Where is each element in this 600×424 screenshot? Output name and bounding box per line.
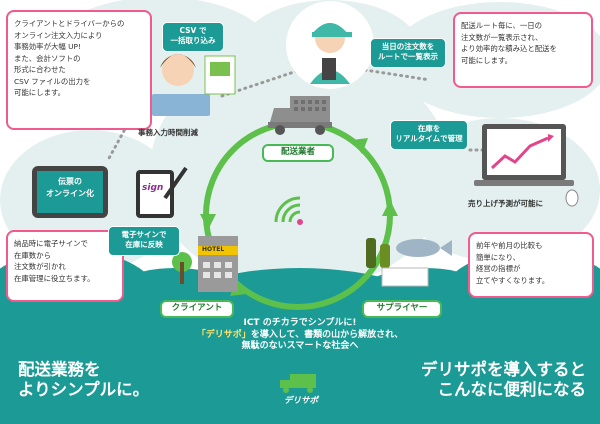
laptop-illustration xyxy=(474,124,579,207)
sales-forecast-label: 売り上げ予測が可能に xyxy=(468,199,543,208)
online-slip-text: 伝票の オンライン化 xyxy=(46,177,94,198)
tag-csv-import: CSV で 一括取り込み xyxy=(162,22,224,52)
center-message: ICT のチカラでシンプルに! 「デリサポ」を導入して、書類の山から解放され、 … xyxy=(180,318,420,353)
tag-route-list: 当日の注文数を ルートで一覧表示 xyxy=(370,38,446,68)
csv-doc-text: CSV xyxy=(212,78,226,85)
office-worker-illustration xyxy=(152,54,236,116)
callout-comparison: 前年や前月の比較も 簡単になり、 経営の指標が 立てやすくなります。 xyxy=(468,232,594,298)
tag-esign-stock: 電子サインで 在庫に反映 xyxy=(108,226,180,256)
node-delivery: 配送業者 xyxy=(262,144,334,162)
callout-route-list: 配送ルート毎に、一日の 注文数が一覧表示され、 より効率的な積み込と配送を 可能… xyxy=(453,12,593,88)
center-message-line3: 無駄のないスマートな社会へ xyxy=(241,341,359,351)
center-message-line2: 「デリサポ」を導入して、書類の山から解放され、 xyxy=(180,330,420,342)
node-supplier: サプライヤー xyxy=(362,300,442,318)
product-quote: 「デリサポ」 xyxy=(196,329,251,340)
tag-realtime-stock: 在庫を リアルタイムで管理 xyxy=(390,120,468,150)
node-client: クライアント xyxy=(160,300,234,318)
callout-order-input: クライアントとドライバーからの オンライン注文入力により 事務効率が大幅 UP!… xyxy=(6,10,152,130)
hotel-illustration xyxy=(172,236,238,292)
device-illustration xyxy=(32,166,108,218)
wifi-icon xyxy=(274,196,303,225)
center-message-line2-rest: を導入して、書類の山から解放され、 xyxy=(250,329,404,340)
callout-esign-stock: 納品時に電子サインで 在庫数から 注文数が引かれ 在庫管理に役立ちます。 xyxy=(6,230,124,302)
bottom-right-headline: デリサポを導入すると こんなに便利になる xyxy=(421,360,586,399)
truck-illustration xyxy=(268,96,332,135)
tablet-illustration xyxy=(136,166,188,218)
office-reduction-label: 事務入力時間削減 xyxy=(138,128,198,137)
sign-text: sign xyxy=(142,183,164,193)
bottom-left-headline: 配送業務を よりシンプルに。 xyxy=(18,360,150,399)
center-message-line1: ICT のチカラでシンプルに! xyxy=(243,318,357,328)
logo-truck-icon xyxy=(280,374,316,393)
delivery-man-illustration xyxy=(286,1,374,89)
supplier-goods-illustration xyxy=(366,238,452,287)
hotel-sign: HOTEL xyxy=(202,246,225,253)
logo-text: デリサポ xyxy=(283,396,318,406)
